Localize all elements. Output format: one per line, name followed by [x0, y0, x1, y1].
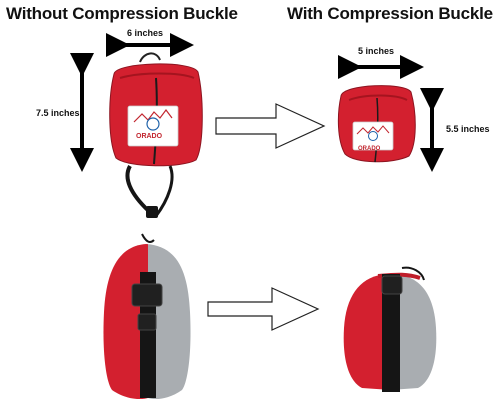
uncompressed-stuff-sack	[109, 52, 203, 218]
bag-with-loose-buckle	[103, 233, 191, 400]
logo-patch-compressed	[352, 121, 394, 151]
direction-arrow-bottom	[207, 287, 320, 331]
heading-without-buckle: Without Compression Buckle	[6, 4, 238, 23]
logo-text-top: ORADO	[136, 133, 163, 140]
compression-strap-tight	[382, 274, 400, 392]
logo-text-compressed: ORADO	[358, 146, 381, 152]
cord-lock	[146, 206, 158, 218]
compressed-stuff-sack	[337, 85, 416, 163]
label-compressed-height: 5.5 inches	[446, 124, 490, 134]
bag-with-tightened-buckle	[343, 266, 437, 392]
buckle-tight	[381, 275, 403, 295]
logo-patch	[127, 105, 179, 147]
label-compressed-width: 5 inches	[358, 46, 395, 56]
label-uncompressed-height: 7.5 inches	[36, 108, 80, 118]
buckle	[131, 283, 163, 307]
heading-with-buckle: With Compression Buckle	[287, 4, 493, 23]
direction-arrow-top	[215, 103, 326, 149]
